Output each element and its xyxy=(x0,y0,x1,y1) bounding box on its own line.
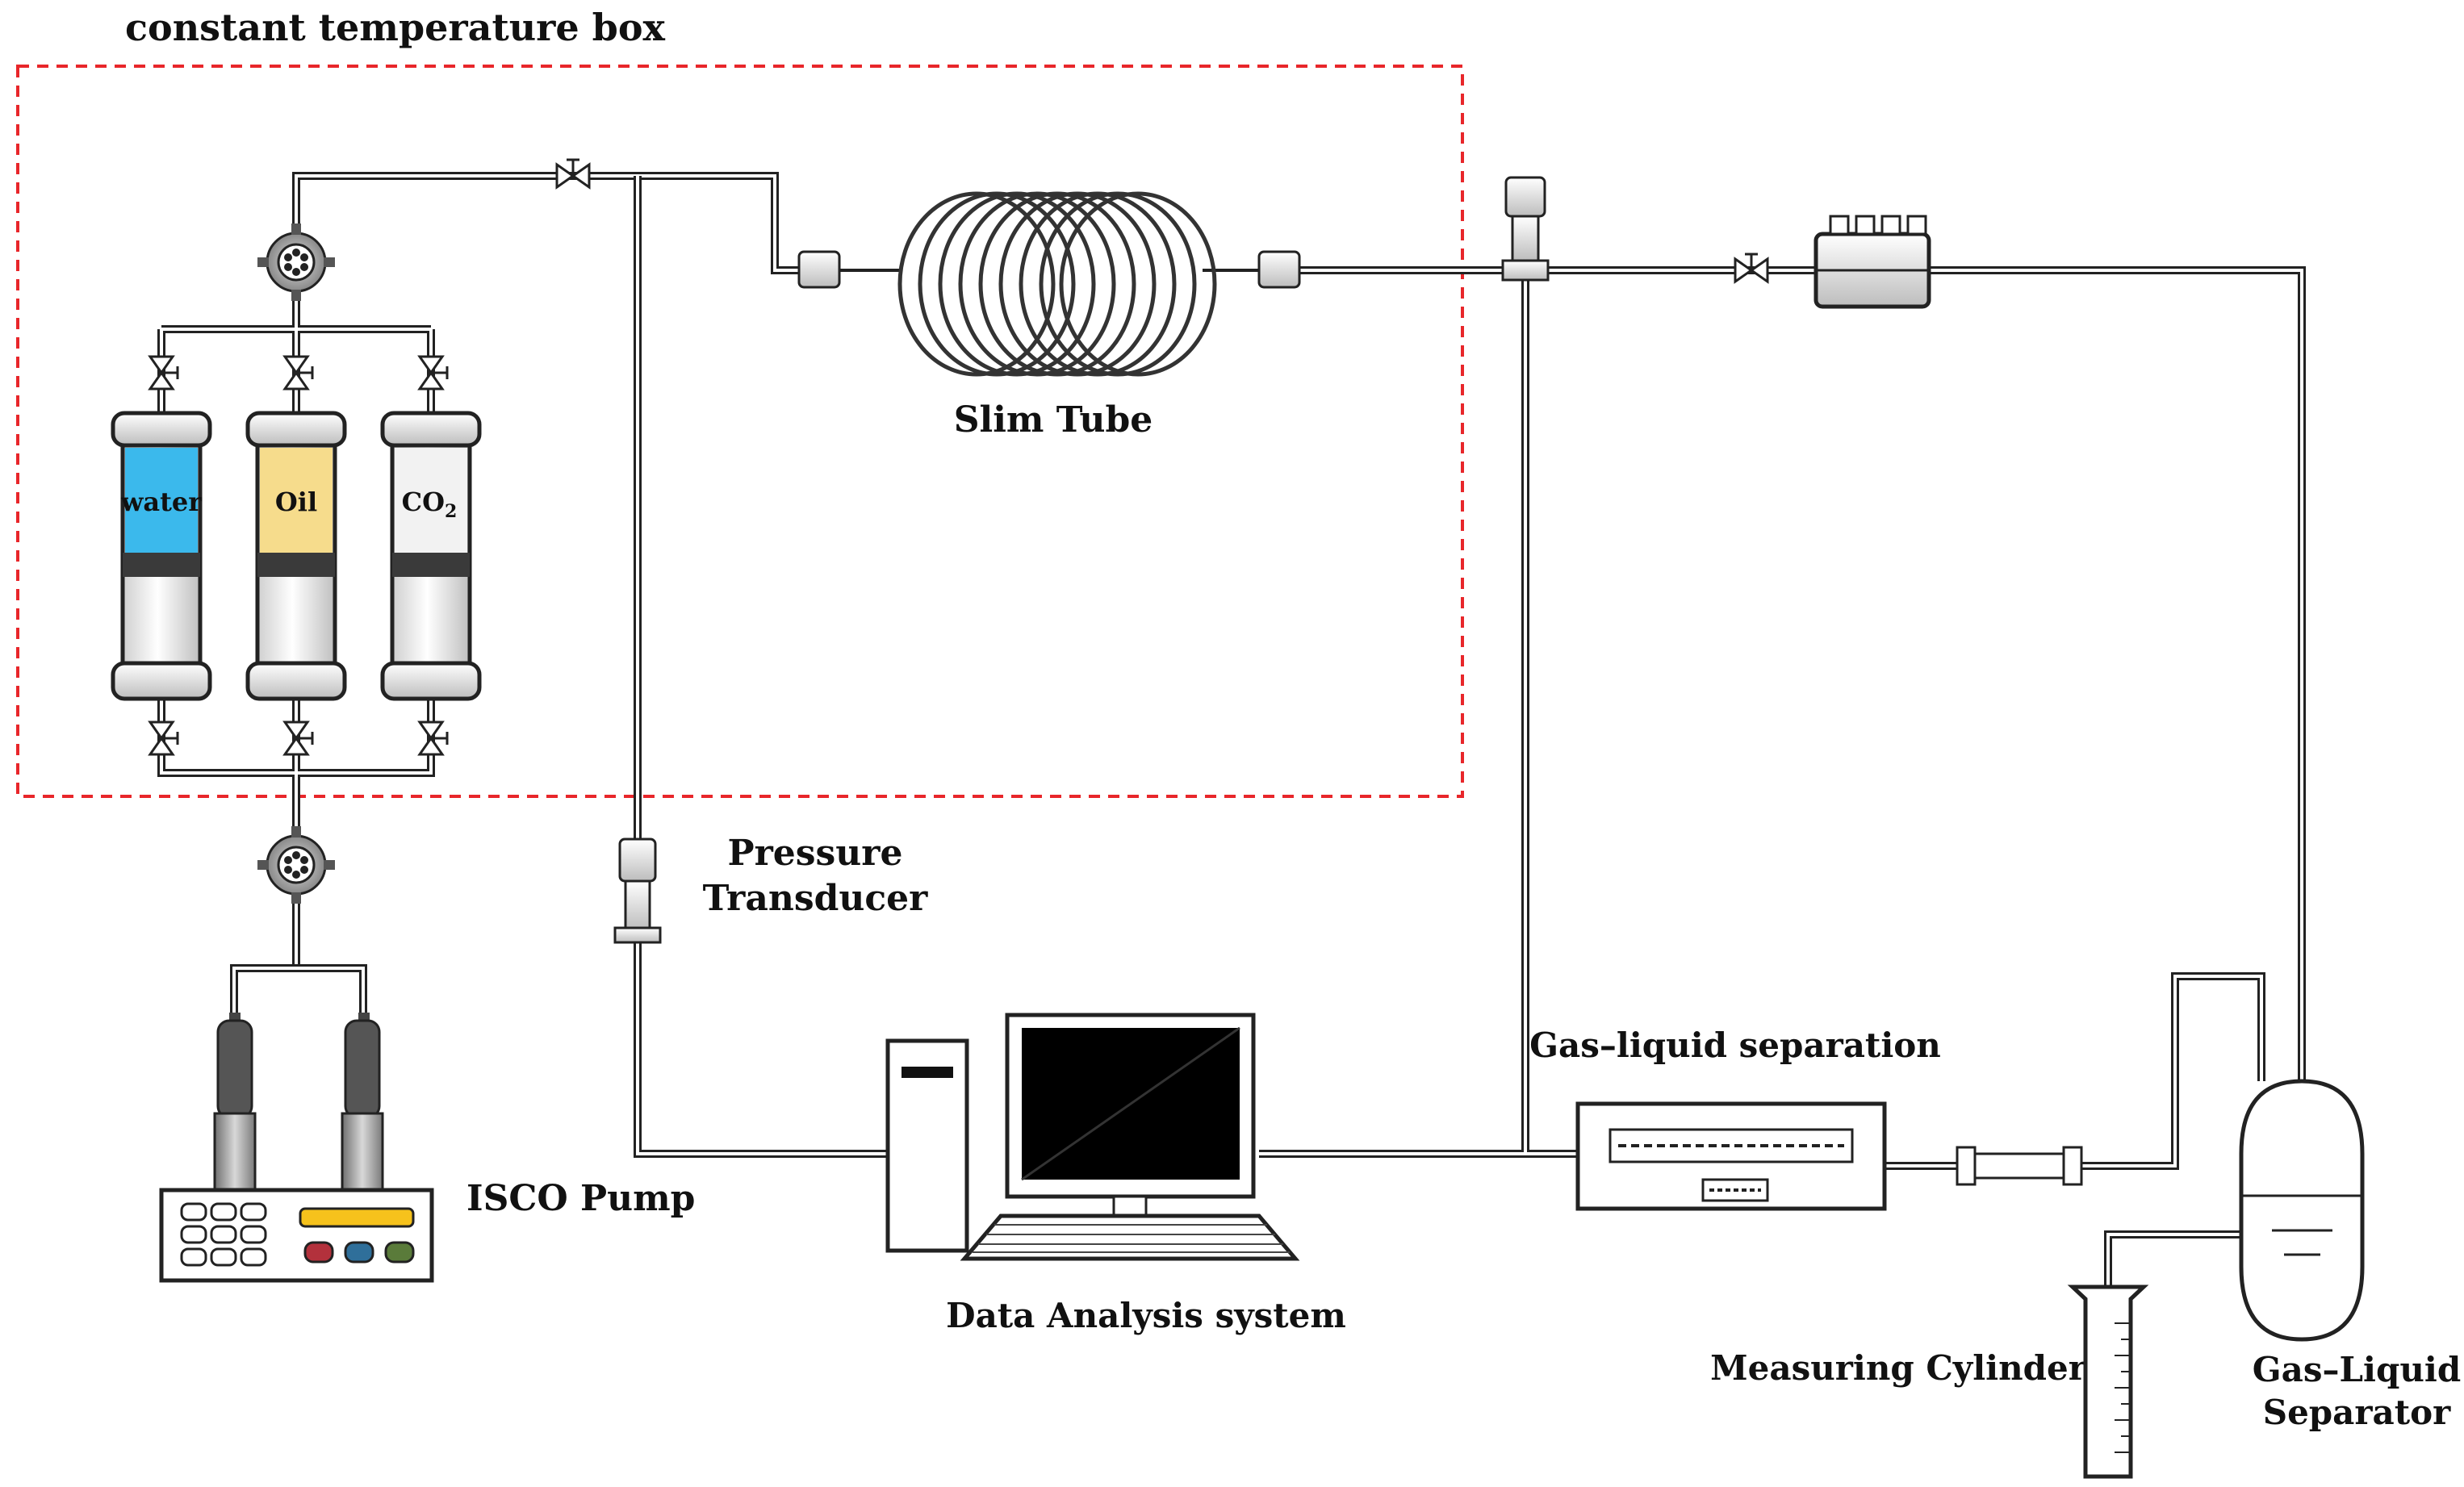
gas-liquid-separation-unit xyxy=(1575,1101,1887,1211)
pump-button-blue xyxy=(344,1241,374,1264)
valve-co2-bottom xyxy=(417,721,449,756)
gas-liquid-separator xyxy=(2239,1079,2365,1342)
pump-button-red xyxy=(303,1241,334,1264)
valve-oil-bottom xyxy=(282,721,314,756)
isco-pump-label: ISCO Pump xyxy=(466,1178,695,1219)
constant-temperature-box xyxy=(16,65,1464,798)
pressure-transducer-label-line1: Pressure xyxy=(728,833,903,874)
cylinder-oil-fluid xyxy=(260,448,333,553)
slim-tube-label: Slim Tube xyxy=(954,399,1153,441)
separator-label-line1: Gas–Liquid xyxy=(2253,1350,2461,1389)
six-way-valve-bottom xyxy=(257,826,335,904)
cylinder-co2: CO2 xyxy=(380,411,482,701)
valve-water-top xyxy=(148,355,179,391)
gas-liquid-separation-label: Gas–liquid separation xyxy=(1529,1025,1941,1065)
separator-label-line2: Separator xyxy=(2263,1393,2451,1432)
cylinder-oil: Oil xyxy=(245,411,347,701)
valve-oil-top xyxy=(282,355,314,391)
valve-main xyxy=(555,158,591,190)
pump-button-green xyxy=(384,1241,415,1264)
pressure-transducer-outlet xyxy=(1501,176,1550,282)
cylinder-oil-label: Oil xyxy=(275,487,317,517)
box-title-label: constant temperature box xyxy=(125,6,666,49)
pressure-transducer-label-line2: Transducer xyxy=(703,878,929,919)
valve-outlet xyxy=(1734,253,1769,284)
cylinder-water: water xyxy=(111,411,212,701)
cylinder-water-fluid xyxy=(125,448,198,553)
measuring-cylinder xyxy=(2067,1284,2149,1479)
measuring-cylinder-label: Measuring Cylinder xyxy=(1710,1348,2087,1388)
computer-drive-slot xyxy=(902,1067,953,1078)
slim-tube-coil xyxy=(797,191,1301,377)
back-pressure-regulator xyxy=(1813,215,1931,309)
cylinder-co2-fluid xyxy=(395,448,467,553)
valve-water-bottom xyxy=(148,721,179,756)
pump-display xyxy=(299,1207,415,1228)
pump-rod-left xyxy=(216,1019,253,1119)
cylinder-co2-label: CO2 xyxy=(402,487,458,522)
computer-keyboard xyxy=(960,1213,1300,1261)
isco-pump xyxy=(159,1013,434,1283)
pipe-network xyxy=(157,172,2306,1291)
cylinder-oil-piston xyxy=(257,553,335,577)
data-analysis-label: Data Analysis system xyxy=(946,1296,1346,1335)
pressure-transducer xyxy=(613,837,662,944)
gas-flow-meter xyxy=(1956,1146,2083,1186)
cylinder-water-piston xyxy=(123,553,200,577)
six-way-valve-top xyxy=(257,223,335,301)
valve-co2-top xyxy=(417,355,449,391)
data-analysis-computer xyxy=(885,1013,1300,1261)
cylinder-co2-piston xyxy=(392,553,470,577)
pump-rod-right xyxy=(344,1019,381,1119)
cylinder-water-label: water xyxy=(120,487,203,517)
